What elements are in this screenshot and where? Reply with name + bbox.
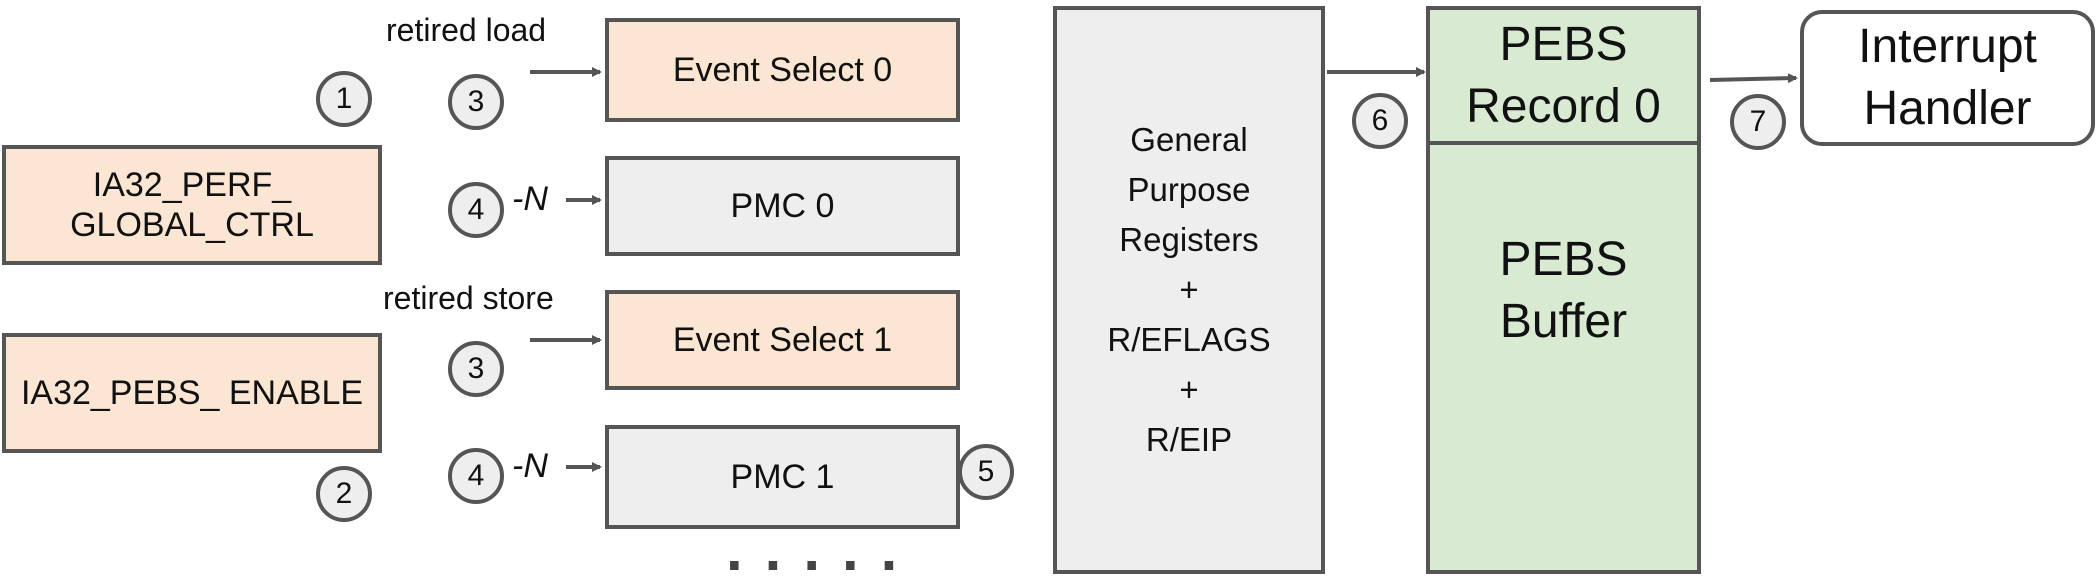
pmc-0-box: PMC 0 [605,156,960,256]
retired-load-label: retired load [386,12,547,48]
step-2-circle: 2 [316,466,372,522]
event-select-1-label: Event Select 1 [672,321,893,359]
retired-store-label: retired store [383,280,554,316]
step-1-circle: 1 [316,71,372,127]
step-1-number: 1 [335,82,353,115]
step-3b-number: 3 [467,352,485,385]
step-5-circle: 5 [958,444,1014,500]
ia32-perf-global-ctrl-label: IA32_PERF_ GLOBAL_CTRL [70,166,314,244]
pmc-1-label: PMC 1 [730,458,835,496]
event-select-0-label: Event Select 0 [672,51,893,89]
step-2-number: 2 [335,477,353,510]
event-select-0-box: Event Select 0 [605,18,960,122]
step-3a-number: 3 [467,85,485,118]
event-select-1-box: Event Select 1 [605,290,960,390]
step-7-number: 7 [1749,105,1767,138]
more-counters-ellipsis: ..... [726,516,920,583]
step-6-number: 6 [1371,104,1389,137]
step-7-circle: 7 [1730,94,1786,150]
arrow-pebs-to-interrupt-handler [1709,73,1798,84]
step-3b-circle: 3 [448,341,504,397]
general-purpose-registers-box: General Purpose Registers + R/EFLAGS + R… [1053,6,1325,574]
pmc-1-box: PMC 1 [605,425,960,529]
step-4a-circle: 4 [448,182,504,238]
interrupt-handler-box: Interrupt Handler [1800,10,2095,146]
pmc-0-label: PMC 0 [730,187,835,225]
general-purpose-registers-label: General Purpose Registers + R/EFLAGS + R… [1107,121,1271,458]
step-4b-number: 4 [467,459,485,492]
pebs-record-label: PEBS Record 0 [1466,17,1661,133]
step-4a-number: 4 [467,193,485,226]
interrupt-handler-label: Interrupt Handler [1858,20,2037,135]
step-3a-circle: 3 [448,74,504,130]
pebs-record-box: PEBS Record 0 [1426,6,1701,145]
ia32-pebs-enable-label: IA32_PEBS_ ENABLE [20,374,364,412]
ia32-perf-global-ctrl-box: IA32_PERF_ GLOBAL_CTRL [2,145,382,265]
ia32-pebs-enable-box: IA32_PEBS_ ENABLE [2,333,382,453]
pebs-buffer-box: PEBS Buffer [1426,141,1701,574]
step-4b-circle: 4 [448,448,504,504]
step-5-number: 5 [977,455,995,488]
neg-n-label-0: -N [512,180,548,218]
pebs-buffer-label: PEBS Buffer [1499,233,1628,348]
step-6-circle: 6 [1352,93,1408,149]
neg-n-label-1: -N [512,447,548,485]
